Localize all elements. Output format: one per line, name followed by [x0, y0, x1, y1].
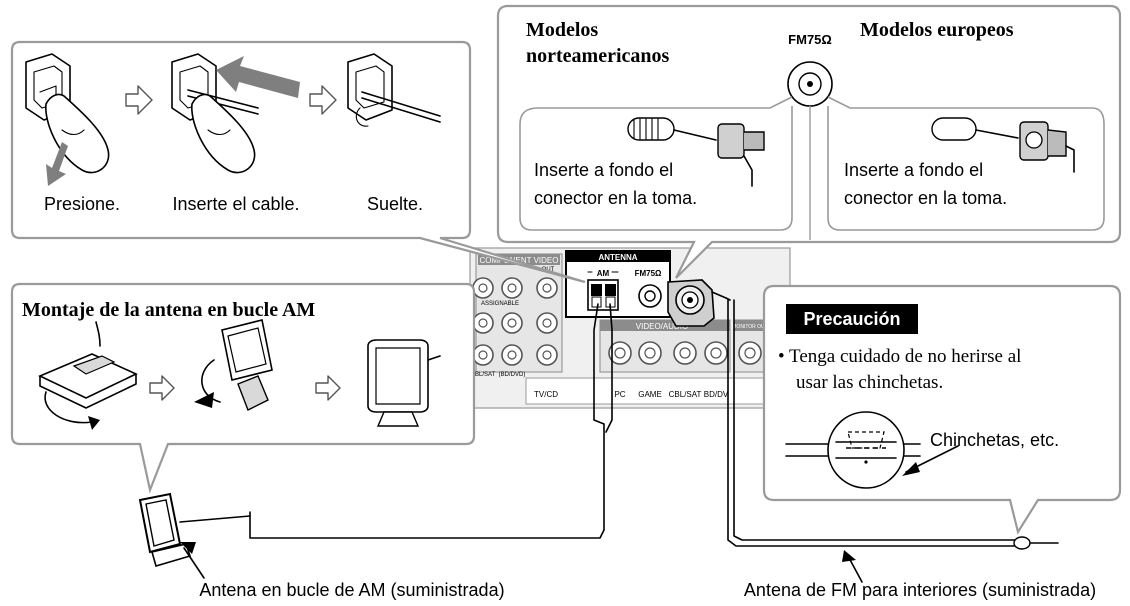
am-step-arrow-2	[315, 375, 341, 401]
eu-instruction-line2: conector en la toma.	[844, 188, 1007, 208]
am-step1-illustration	[38, 321, 138, 430]
eu-instruction-line1: Inserte a fondo el	[844, 160, 983, 180]
pc-label: PC	[614, 390, 625, 399]
step-arrow-1	[125, 85, 153, 115]
am-loop-antenna	[138, 492, 251, 579]
release-label: Suelte.	[367, 194, 423, 214]
step-arrow-2	[309, 85, 337, 115]
am-antenna-caption: Antena en bucle de AM (suministrada)	[199, 580, 504, 600]
fm75-jack-label: FM75Ω	[788, 32, 832, 47]
thumbtack-illustration	[785, 411, 959, 489]
am-step2-illustration	[194, 319, 273, 411]
receiver-rear-panel: COMPONENT VIDEO OUT ASSIGNABLE CBL/SAT (…	[469, 247, 791, 409]
bd-dvd-label: (BD/DVD)	[499, 372, 526, 378]
release-illustration	[347, 53, 441, 127]
assignable-label: ASSIGNABLE	[481, 301, 519, 307]
press-label: Presione.	[44, 194, 120, 214]
insert-illustration	[171, 53, 300, 174]
component-video-label: COMPONENT VIDEO	[480, 256, 559, 265]
monitor-out-label: MONITOR OUT	[732, 324, 767, 330]
am-step-arrow-1	[149, 375, 175, 401]
na-instruction-line1: Inserte a fondo el	[534, 160, 673, 180]
na-models-title-line1: Modelos	[526, 19, 598, 41]
insert-label: Inserte el cable.	[172, 194, 299, 214]
caution-bubble: Precaución • Tenga cuidado de no herirse…	[762, 284, 1122, 535]
fm-cable	[727, 299, 1059, 550]
cbl-sat-label: CBL/SAT	[471, 372, 496, 378]
bd-dvd2-label: BD/DV	[704, 390, 729, 399]
fm75-panel-label: FM75Ω	[635, 269, 662, 278]
eu-connector-illustration	[931, 117, 1075, 173]
caution-header: Precaución	[803, 309, 900, 329]
am-terminal-label: AM	[597, 269, 610, 278]
tv-cd-label: TV/CD	[534, 390, 558, 399]
na-connector-illustration	[627, 117, 765, 187]
video-audio-label: VIDEO/AUDIO	[636, 322, 688, 331]
na-models-title-line2: norteamericanos	[526, 45, 670, 67]
caution-bullet-line1: • Tenga cuidado de no herirse al	[778, 346, 1021, 367]
am-cable	[249, 303, 613, 539]
fm-connector-bubble: Modelos norteamericanos Modelos europeos…	[496, 4, 1122, 279]
game-label: GAME	[638, 390, 662, 399]
na-instruction-line2: conector en la toma.	[534, 188, 697, 208]
steps-bubble: Presione. Inserte el cable. Suelte.	[10, 40, 586, 284]
am-assembly-title: Montaje de la antena en bucle AM	[22, 299, 315, 321]
thumbtack-callout: Chinchetas, etc.	[930, 430, 1059, 450]
am-assembly-bubble: Montaje de la antena en bucle AM	[10, 282, 476, 494]
fm-antenna-caption: Antena de FM para interiores (suministra…	[744, 580, 1096, 600]
fm-plug-on-panel	[667, 279, 731, 327]
antenna-label: ANTENNA	[598, 253, 637, 262]
caution-bullet-line2: usar las chinchetas.	[796, 372, 943, 393]
eu-models-title: Modelos europeos	[860, 19, 1014, 41]
press-illustration	[25, 53, 110, 186]
am-step3-illustration	[367, 339, 441, 427]
cbl-sat2-label: CBL/SAT	[669, 390, 702, 399]
